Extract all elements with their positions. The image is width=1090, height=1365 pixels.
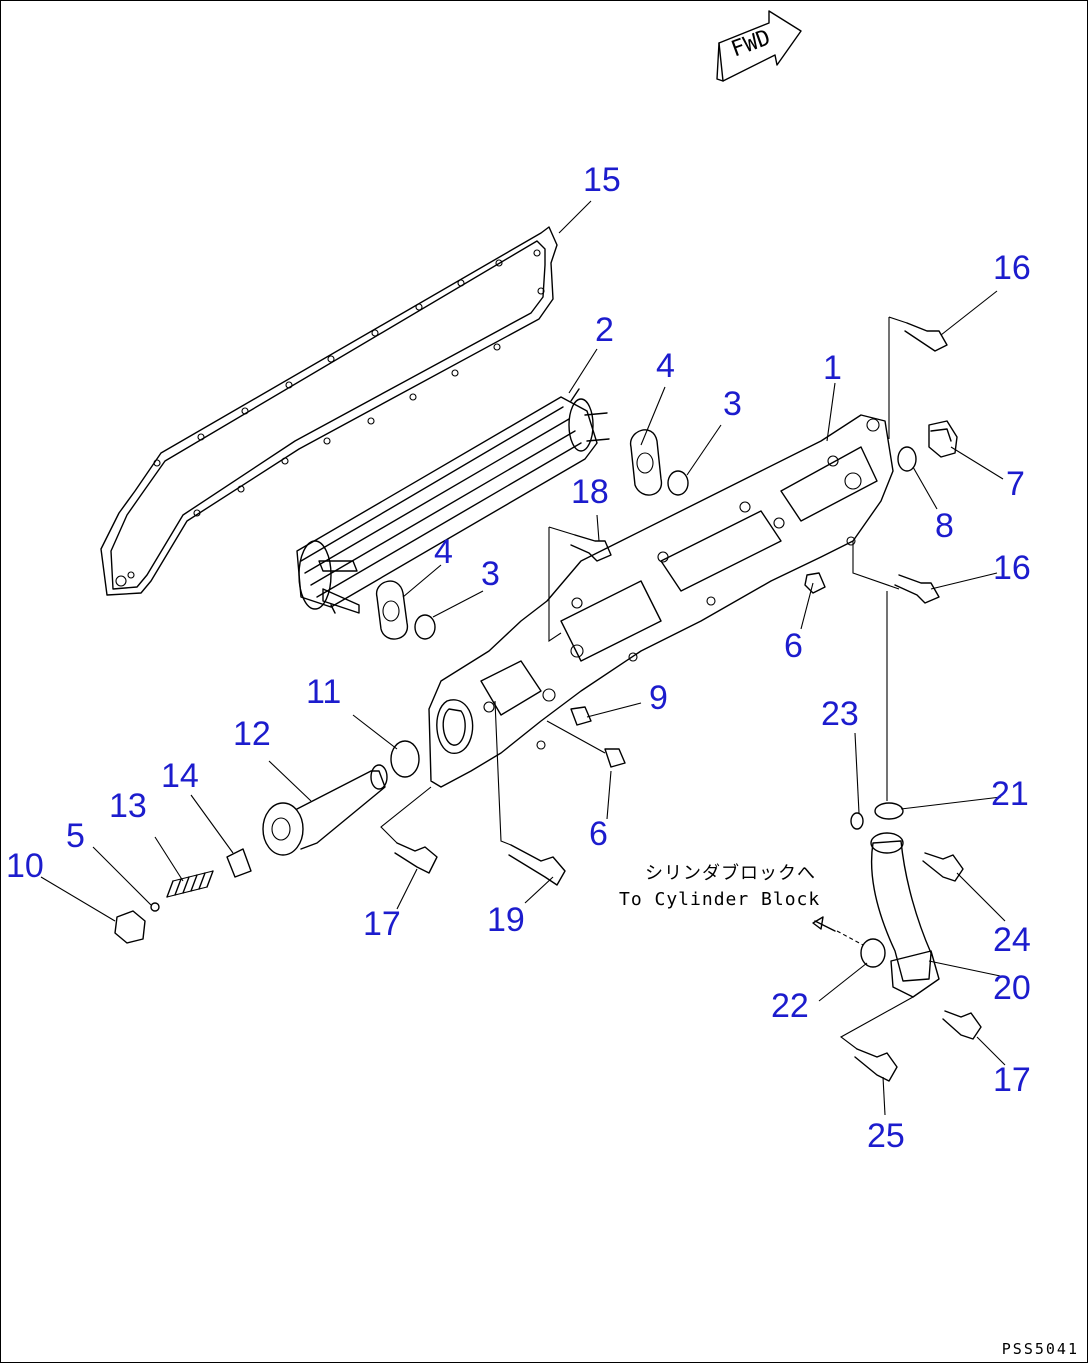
piston-part xyxy=(226,848,252,878)
callout-14: 14 xyxy=(161,757,199,795)
callout-19: 19 xyxy=(487,901,525,939)
callout-10: 10 xyxy=(6,847,44,885)
spring-part xyxy=(166,870,214,898)
callout-15: 15 xyxy=(583,161,621,199)
callout-13: 13 xyxy=(109,787,147,825)
leader-lines xyxy=(40,200,1006,1116)
small-ring-part xyxy=(150,902,160,912)
callout-3: 3 xyxy=(723,385,742,423)
washer-23 xyxy=(850,812,864,830)
callout-7: 7 xyxy=(1006,465,1025,503)
callout-24: 24 xyxy=(993,921,1031,959)
flange-gasket-lower xyxy=(376,580,408,640)
callout-4-lower: 4 xyxy=(434,533,453,571)
callout-8: 8 xyxy=(935,507,954,545)
drawing-code: PSS5041 xyxy=(1001,1340,1079,1358)
plug-part xyxy=(928,420,958,458)
callout-12: 12 xyxy=(233,715,271,753)
callout-25: 25 xyxy=(867,1117,905,1155)
gasket-part xyxy=(100,226,558,596)
o-ring-part xyxy=(897,446,917,472)
callout-21: 21 xyxy=(991,775,1029,813)
direction-arrow-icon xyxy=(812,916,836,932)
callout-16-lower: 16 xyxy=(993,549,1031,587)
callout-20: 20 xyxy=(993,969,1031,1007)
o-ring-upper xyxy=(667,470,689,496)
callout-17: 17 xyxy=(363,905,401,943)
note-english: To Cylinder Block xyxy=(619,889,821,910)
bolt-part xyxy=(114,322,982,1082)
callout-5: 5 xyxy=(66,817,85,855)
callout-3-lower: 3 xyxy=(481,555,500,593)
note-japanese: シリンダブロックへ xyxy=(645,863,816,884)
forward-arrow-icon xyxy=(716,10,802,82)
callout-9: 9 xyxy=(649,679,668,717)
cooler-element-part xyxy=(296,388,610,614)
flange-gasket-upper xyxy=(630,429,662,496)
callout-23: 23 xyxy=(821,695,859,733)
callout-4: 4 xyxy=(656,347,675,385)
ring-part xyxy=(390,740,420,778)
callout-6: 6 xyxy=(784,627,803,665)
o-ring-lower xyxy=(414,614,436,640)
callout-6-lower: 6 xyxy=(589,815,608,853)
callout-11: 11 xyxy=(306,673,342,711)
o-ring-21 xyxy=(874,802,904,820)
o-ring-22 xyxy=(860,938,886,968)
tube-part xyxy=(870,832,940,998)
callout-22: 22 xyxy=(771,987,809,1025)
callout-1: 1 xyxy=(823,349,842,387)
valve-part xyxy=(262,764,388,856)
callout-16: 16 xyxy=(993,249,1031,287)
callout-18: 18 xyxy=(571,473,609,511)
callout-17-lower: 17 xyxy=(993,1061,1031,1099)
cooler-cover-part xyxy=(428,414,894,788)
callout-2: 2 xyxy=(595,311,614,349)
